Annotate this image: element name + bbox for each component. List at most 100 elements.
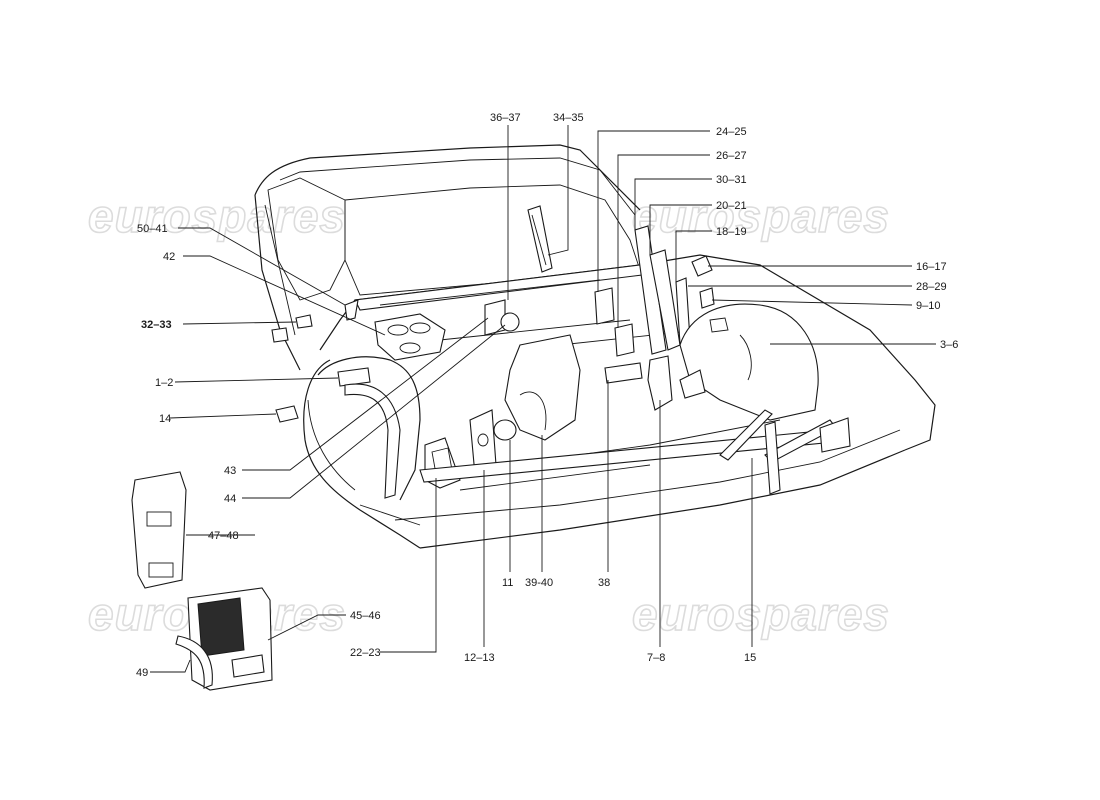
- part-39-40: [504, 334, 581, 441]
- part-3-6-foot: [679, 369, 706, 399]
- part-42-hole-2: [409, 322, 431, 334]
- part-15-strut-1: [719, 409, 773, 461]
- rear-panel-strip-line: [379, 279, 601, 306]
- label-15: 15: [744, 652, 756, 664]
- leader-20-21: [649, 204, 712, 255]
- part-24-25: [594, 287, 615, 325]
- leader-26-27: [617, 154, 710, 328]
- part-26-27: [614, 323, 635, 357]
- label-20-21: 20–21: [716, 200, 747, 212]
- left-wheel: [307, 399, 356, 491]
- side-window: [267, 177, 346, 301]
- part-32-33: [295, 314, 313, 329]
- leader-34-35: [547, 125, 569, 256]
- label-9-10: 9–10: [916, 300, 940, 312]
- leader-14: [169, 413, 277, 419]
- part-30-31: [634, 225, 667, 355]
- label-45-46: 45–46: [350, 610, 381, 622]
- label-34-35: 34–35: [553, 112, 584, 124]
- part-3-6-slot: [709, 317, 729, 333]
- label-32-33: 32–33: [141, 319, 172, 331]
- part-12-13-hole: [477, 433, 489, 447]
- leader-44: [242, 324, 506, 499]
- roof-inner-line: [279, 157, 636, 216]
- label-28-29: 28–29: [916, 281, 947, 293]
- leader-50-41: [178, 227, 346, 306]
- label-42: 42: [163, 251, 175, 263]
- label-18-19: 18–19: [716, 226, 747, 238]
- label-7-8: 7–8: [647, 652, 665, 664]
- leader-9-10: [711, 299, 913, 306]
- leader-18-19: [675, 230, 712, 282]
- part-42-hole-1: [387, 324, 409, 336]
- part-15-post: [764, 421, 781, 495]
- callout-labels: 50–41 42 32–33 1–2 14 43 44 47–48 45–46 …: [136, 112, 958, 679]
- leader-24-25: [597, 130, 710, 292]
- label-36-37: 36–37: [490, 112, 521, 124]
- label-43: 43: [224, 465, 236, 477]
- roof-outline: [254, 144, 641, 211]
- leader-22-23: [380, 478, 437, 653]
- part-7-8: [647, 355, 673, 411]
- bumper-inner-line: [394, 429, 901, 521]
- label-24-25: 24–25: [716, 126, 747, 138]
- part-3-6: [679, 303, 819, 421]
- leader-49: [150, 659, 191, 673]
- bumper-corner: [359, 504, 421, 526]
- label-11: 11: [502, 577, 513, 589]
- part-3-6-curve: [739, 334, 752, 381]
- label-38: 38: [598, 577, 610, 589]
- leader-43: [242, 317, 489, 471]
- leader-45-46: [267, 614, 346, 641]
- label-22-23: 22–23: [350, 647, 381, 659]
- watermark-top-right: eurospares: [632, 190, 890, 242]
- part-32-33-b: [271, 327, 289, 343]
- label-1-2: 1–2: [155, 377, 173, 389]
- part-49: [175, 635, 213, 689]
- part-1-2-arch: [344, 383, 401, 499]
- part-47-48: [131, 471, 187, 589]
- leader-30-31: [634, 178, 712, 230]
- label-50-41: 50–41: [137, 223, 168, 235]
- leader-42: [183, 255, 386, 336]
- part-42-hole-3: [399, 342, 421, 354]
- parts: [131, 205, 851, 691]
- part-1-2: [337, 367, 371, 387]
- label-3-6: 3–6: [940, 339, 958, 351]
- label-16-17: 16–17: [916, 261, 947, 273]
- part-34-35: [527, 205, 553, 273]
- part-16-17: [691, 255, 713, 277]
- label-49: 49: [136, 667, 148, 679]
- part-45-46-tab: [231, 654, 265, 678]
- watermark-bottom-right: eurospares: [632, 588, 890, 640]
- leader-lines: [150, 125, 936, 673]
- part-44-cap: [500, 312, 520, 332]
- part-45-46-vent: [197, 597, 245, 657]
- label-44: 44: [224, 493, 236, 505]
- floor-line-4: [459, 464, 651, 491]
- part-47-48-slot-1: [146, 511, 172, 527]
- part-11: [493, 419, 517, 441]
- leader-32-33: [182, 321, 297, 325]
- part-15-bracket: [819, 417, 851, 453]
- part-47-48-slot-2: [148, 562, 174, 578]
- a-pillar-outline: [254, 194, 301, 371]
- door-line: [264, 204, 296, 336]
- part-34-35-line: [531, 214, 547, 266]
- bumper-lower-edge: [419, 449, 906, 549]
- car-body: [254, 144, 936, 549]
- part-38: [604, 362, 643, 384]
- label-26-27: 26–27: [716, 150, 747, 162]
- rear-window: [344, 184, 641, 296]
- leader-1-2: [174, 377, 339, 383]
- left-wheel-arch: [317, 356, 421, 501]
- part-9-10: [699, 287, 715, 309]
- label-47-48: 47–48: [208, 530, 239, 542]
- label-39-40: 39-40: [525, 577, 553, 589]
- watermark-top-left: eurospares: [88, 190, 346, 242]
- part-39-40-curve: [519, 391, 547, 431]
- label-12-13: 12–13: [464, 652, 495, 664]
- label-30-31: 30–31: [716, 174, 747, 186]
